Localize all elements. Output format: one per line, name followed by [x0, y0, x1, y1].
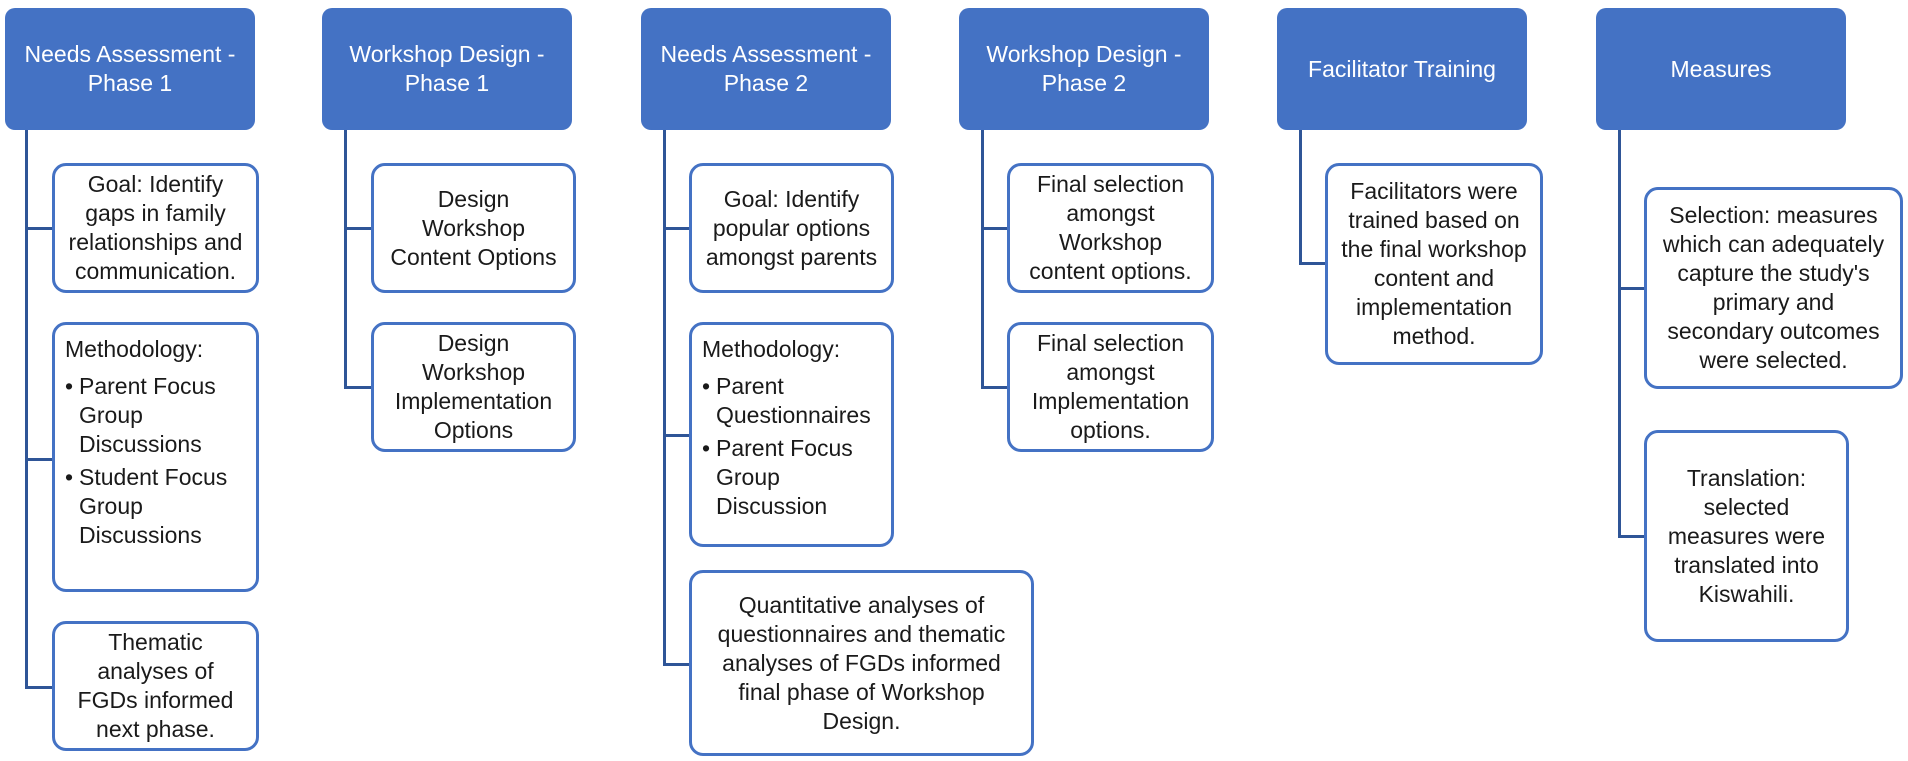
box-text: Selection: measures which can adequately…	[1662, 202, 1885, 373]
header-measures: Measures	[1596, 8, 1846, 130]
connector-branch	[663, 434, 691, 437]
box-text: Goal: Identify gaps in family relationsh…	[68, 171, 243, 284]
box-outcome: Quantitative analyses of questionnaires …	[689, 570, 1034, 756]
methodology-title: Methodology:	[65, 336, 204, 362]
connector-branch	[981, 386, 1009, 389]
box-text: Design Workshop Content Options	[390, 185, 557, 270]
methodology-title: Methodology:	[702, 336, 841, 362]
box-methodology: Methodology: Parent Questionnaires Paren…	[689, 322, 894, 547]
connector-branch	[1618, 287, 1646, 290]
box-text: Final selection amongst Workshop content…	[1029, 171, 1192, 284]
box-translation: Translation: selected measures were tran…	[1644, 430, 1849, 642]
connector-trunk	[981, 130, 984, 388]
methodology-bullet: Parent Focus Group Discussion	[702, 434, 881, 521]
methodology-bullet: Parent Questionnaires	[702, 372, 881, 430]
box-text: Thematic analyses of FGDs informed next …	[77, 629, 234, 742]
connector-trunk	[1618, 130, 1621, 537]
box-methodology: Methodology: Parent Focus Group Discussi…	[52, 322, 259, 592]
box-goal: Goal: Identify gaps in family relationsh…	[52, 163, 259, 293]
connector-trunk	[344, 130, 347, 388]
box-text: Final selection amongst Implementation o…	[1031, 330, 1190, 443]
connector-trunk	[1299, 130, 1302, 264]
connector-branch	[25, 686, 53, 689]
box-goal: Goal: Identify popular options amongst p…	[689, 163, 894, 293]
header-needs-assessment-phase-2: Needs Assessment - Phase 2	[641, 8, 891, 130]
box-training: Facilitators were trained based on the f…	[1325, 163, 1543, 365]
connector-trunk	[25, 130, 28, 688]
box-content-selection: Final selection amongst Workshop content…	[1007, 163, 1214, 293]
box-implementation-options: Design Workshop Implementation Options	[371, 322, 576, 452]
header-facilitator-training: Facilitator Training	[1277, 8, 1527, 130]
methodology-list: Parent Questionnaires Parent Focus Group…	[702, 372, 881, 525]
box-content-options: Design Workshop Content Options	[371, 163, 576, 293]
header-workshop-design-phase-2: Workshop Design - Phase 2	[959, 8, 1209, 130]
methodology-list: Parent Focus Group Discussions Student F…	[65, 372, 246, 554]
box-selection: Selection: measures which can adequately…	[1644, 187, 1903, 389]
connector-branch	[1299, 262, 1327, 265]
connector-branch	[344, 227, 372, 230]
connector-branch	[1618, 535, 1646, 538]
header-workshop-design-phase-1: Workshop Design - Phase 1	[322, 8, 572, 130]
methodology-bullet: Parent Focus Group Discussions	[65, 372, 246, 459]
box-text: Translation: selected measures were tran…	[1667, 464, 1826, 607]
connector-branch	[981, 227, 1009, 230]
box-text: Goal: Identify popular options amongst p…	[705, 185, 878, 270]
box-implementation-selection: Final selection amongst Implementation o…	[1007, 322, 1214, 452]
connector-trunk	[663, 130, 666, 665]
connector-branch	[663, 663, 691, 666]
box-text: Facilitators were trained based on the f…	[1341, 178, 1527, 349]
header-needs-assessment-phase-1: Needs Assessment - Phase 1	[5, 8, 255, 130]
box-text: Design Workshop Implementation Options	[394, 330, 553, 443]
connector-branch	[25, 227, 53, 230]
box-text: Quantitative analyses of questionnaires …	[717, 591, 1006, 734]
connector-branch	[25, 458, 53, 461]
box-outcome: Thematic analyses of FGDs informed next …	[52, 621, 259, 751]
connector-branch	[663, 227, 691, 230]
methodology-bullet: Student Focus Group Discussions	[65, 463, 246, 550]
connector-branch	[344, 386, 372, 389]
